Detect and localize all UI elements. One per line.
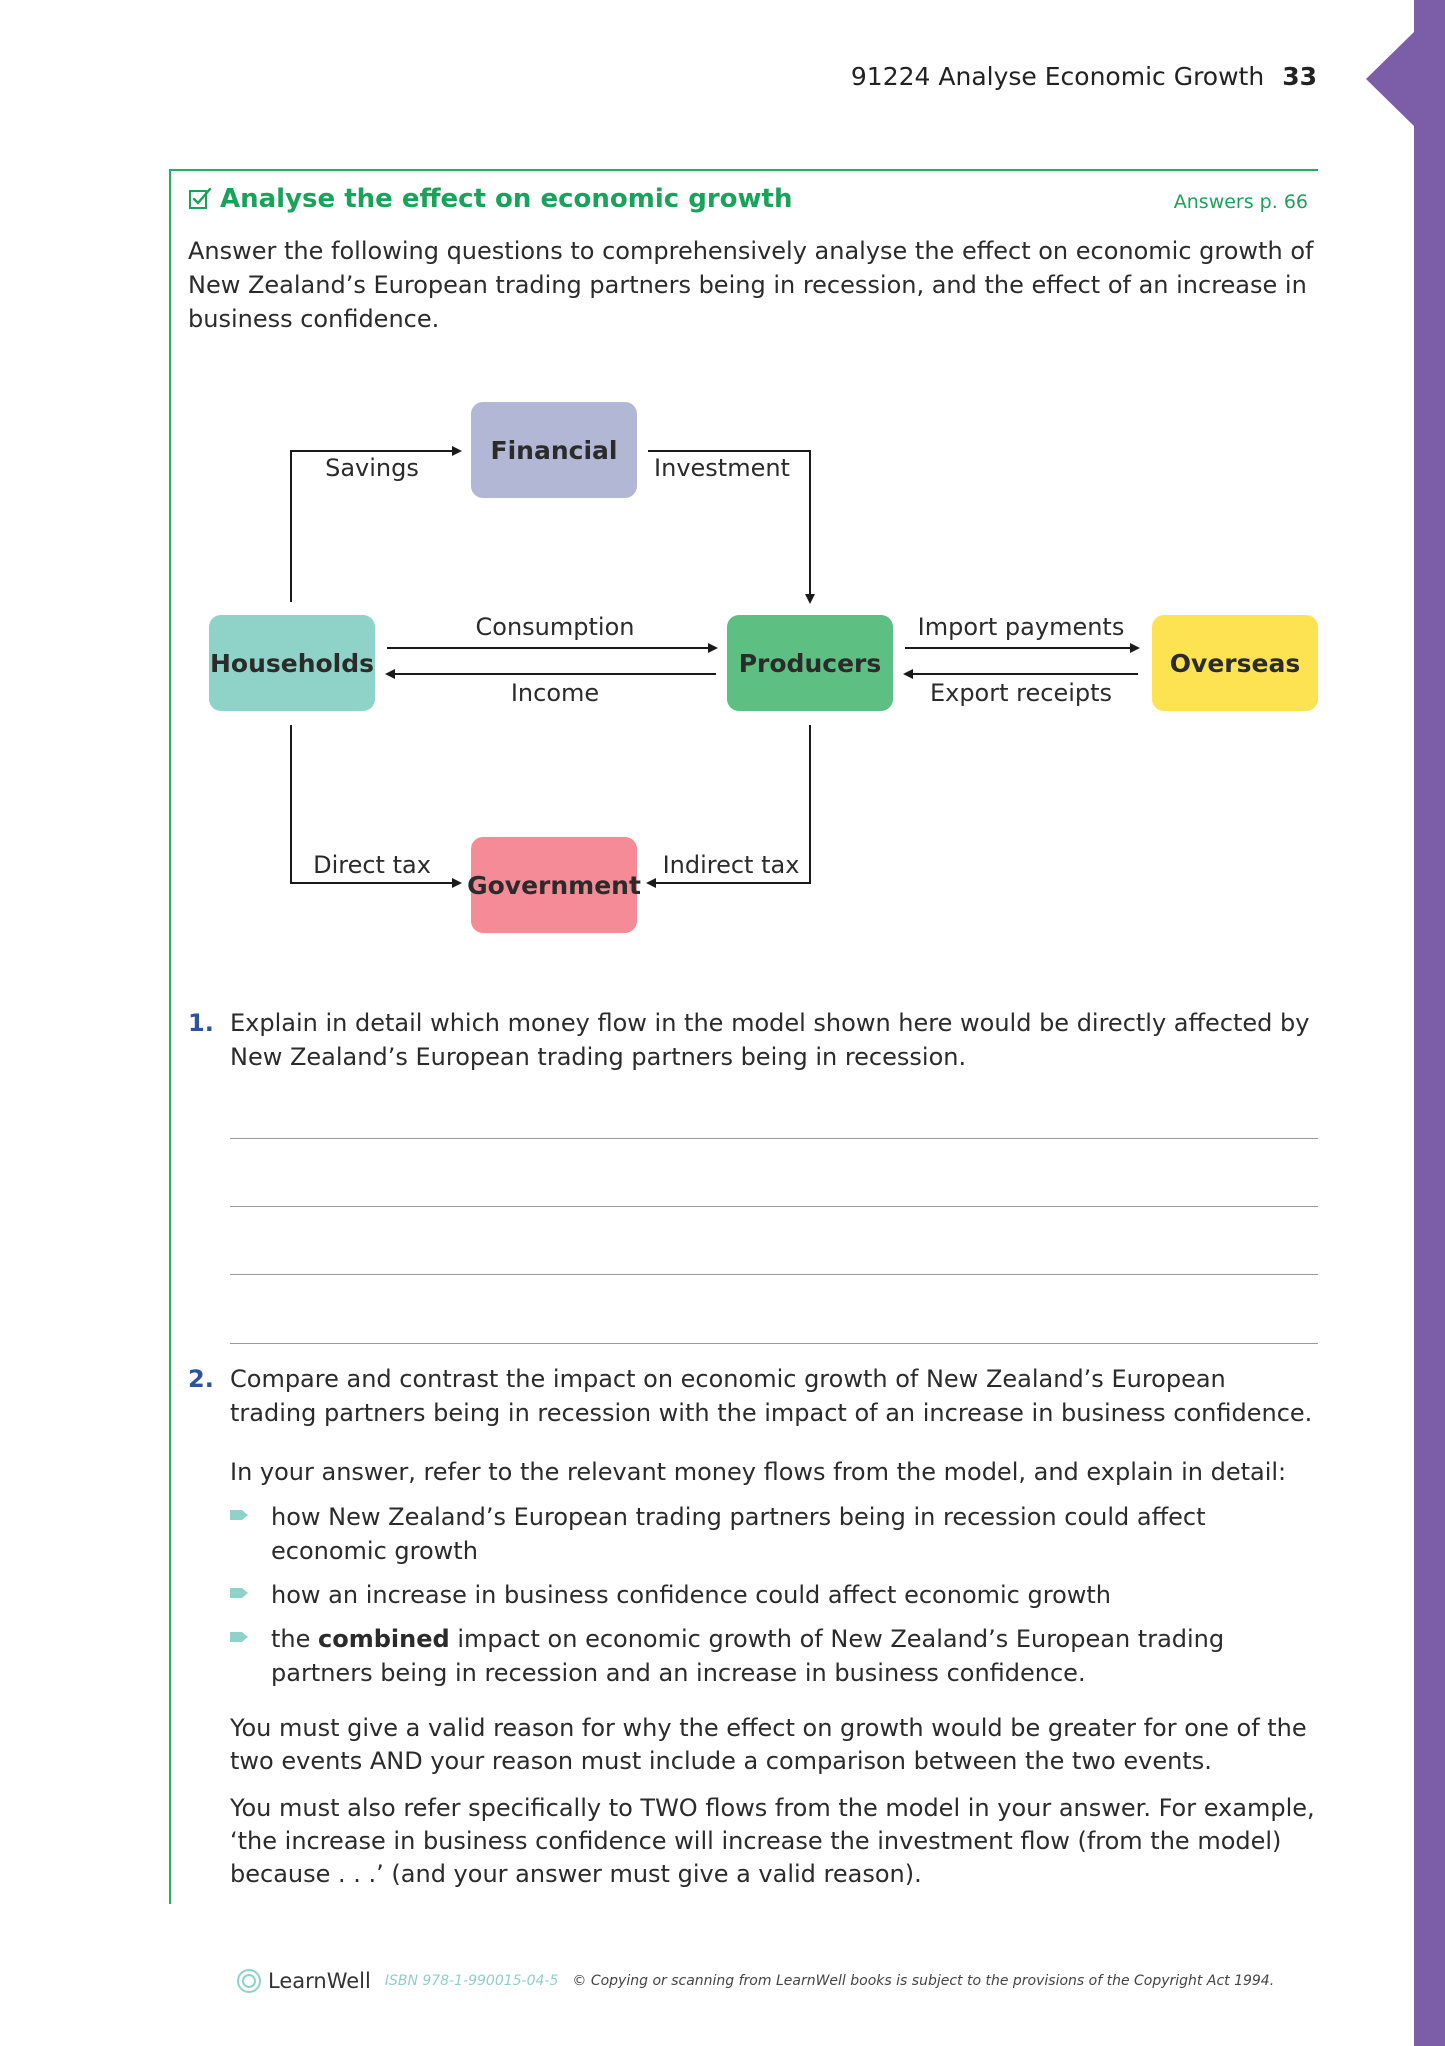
- bullet-suffix: impact on economic growth of New Zealand…: [271, 1625, 1225, 1687]
- bullet-item: the combined impact on economic growth o…: [230, 1622, 1320, 1690]
- households-box: [209, 615, 375, 711]
- footer-brand: LearnWell: [268, 1969, 371, 1993]
- page-number: 33: [1282, 62, 1317, 91]
- question-1: 1. Explain in detail which money flow in…: [188, 1006, 1318, 1074]
- question-2-number: 2.: [188, 1365, 214, 1393]
- arrow-bullet-icon: [230, 1632, 248, 1642]
- section-title: Analyse the effect on economic growth: [220, 184, 793, 214]
- bullet-item: how an increase in business confidence c…: [230, 1578, 1320, 1612]
- bullet-item: how New Zealand’s European trading partn…: [230, 1500, 1320, 1568]
- question-2: 2. Compare and contrast the impact on ec…: [188, 1362, 1318, 1430]
- investment-label: Investment: [654, 454, 790, 482]
- producers-label: Producers: [739, 649, 882, 678]
- investment-arrow: [648, 450, 815, 604]
- overseas-node: Overseas: [1152, 615, 1318, 711]
- header-title: 91224 Analyse Economic Growth: [850, 62, 1265, 91]
- direct-tax-arrow: [290, 725, 462, 888]
- question-2-lead: In your answer, refer to the relevant mo…: [230, 1458, 1287, 1486]
- overseas-label: Overseas: [1170, 649, 1300, 678]
- savings-arrow: [290, 446, 462, 602]
- financial-node: Financial: [471, 402, 637, 498]
- question-2-text: Compare and contrast the impact on econo…: [230, 1365, 1313, 1427]
- section-frame-top-rule: [169, 169, 1318, 171]
- income-label: Income: [511, 679, 599, 707]
- footer-copyright: © Copying or scanning from LearnWell boo…: [572, 1973, 1275, 1989]
- arrow-bullet-icon: [230, 1588, 248, 1598]
- page-tab-marker: [1366, 30, 1416, 128]
- checklist-icon: [189, 187, 212, 209]
- producers-box: [727, 615, 893, 711]
- government-node: Government: [467, 837, 641, 933]
- question-1-number: 1.: [188, 1009, 214, 1037]
- question-1-text: Explain in detail which money flow in th…: [230, 1009, 1310, 1071]
- bullet-text: the combined impact on economic growth o…: [271, 1622, 1320, 1690]
- government-label: Government: [467, 871, 641, 900]
- export-receipts-label: Export receipts: [930, 679, 1112, 707]
- bullet-text: how an increase in business confidence c…: [271, 1581, 1112, 1609]
- answer-line[interactable]: [230, 1138, 1318, 1139]
- learnwell-logo: LearnWell: [236, 1968, 371, 1994]
- section-heading: Analyse the effect on economic growth: [188, 184, 792, 214]
- learnwell-swirl-icon: [237, 1969, 261, 1993]
- government-box: [471, 837, 637, 933]
- section-frame-left-rule: [169, 169, 171, 1904]
- intro-paragraph: Answer the following questions to compre…: [188, 237, 1314, 333]
- page-footer: LearnWell ISBN 978-1-990015-04-5 © Copyi…: [236, 1968, 1274, 1994]
- running-header: 91224 Analyse Economic Growth 33: [851, 62, 1317, 91]
- answer-line[interactable]: [230, 1274, 1318, 1275]
- answer-line[interactable]: [230, 1206, 1318, 1207]
- answers-reference: Answers p. 66: [1173, 191, 1308, 213]
- indirect-tax-arrow: [646, 725, 811, 888]
- direct-tax-label: Direct tax: [313, 851, 431, 879]
- answer-line[interactable]: [230, 1343, 1318, 1344]
- side-color-bar: [1414, 0, 1445, 2046]
- consumption-label: Consumption: [476, 613, 635, 641]
- overseas-box: [1152, 615, 1318, 711]
- indirect-tax-label: Indirect tax: [663, 851, 800, 879]
- bullet-prefix: the: [271, 1625, 319, 1653]
- financial-label: Financial: [491, 436, 618, 465]
- producers-node: Producers: [727, 615, 893, 711]
- bullet-text: how New Zealand’s European trading partn…: [271, 1503, 1206, 1565]
- households-node: Households: [209, 615, 375, 711]
- instruction-paragraph-2: You must also refer specifically to TWO …: [230, 1794, 1315, 1888]
- financial-box: [471, 402, 637, 498]
- footer-isbn: ISBN 978-1-990015-04-5: [384, 1973, 559, 1989]
- instruction-paragraph-1: You must give a valid reason for why the…: [230, 1714, 1307, 1775]
- import-payments-label: Import payments: [918, 613, 1125, 641]
- bullet-bold-word: combined: [318, 1625, 450, 1653]
- households-label: Households: [210, 649, 374, 678]
- savings-label: Savings: [325, 454, 419, 482]
- arrow-bullet-icon: [230, 1510, 248, 1520]
